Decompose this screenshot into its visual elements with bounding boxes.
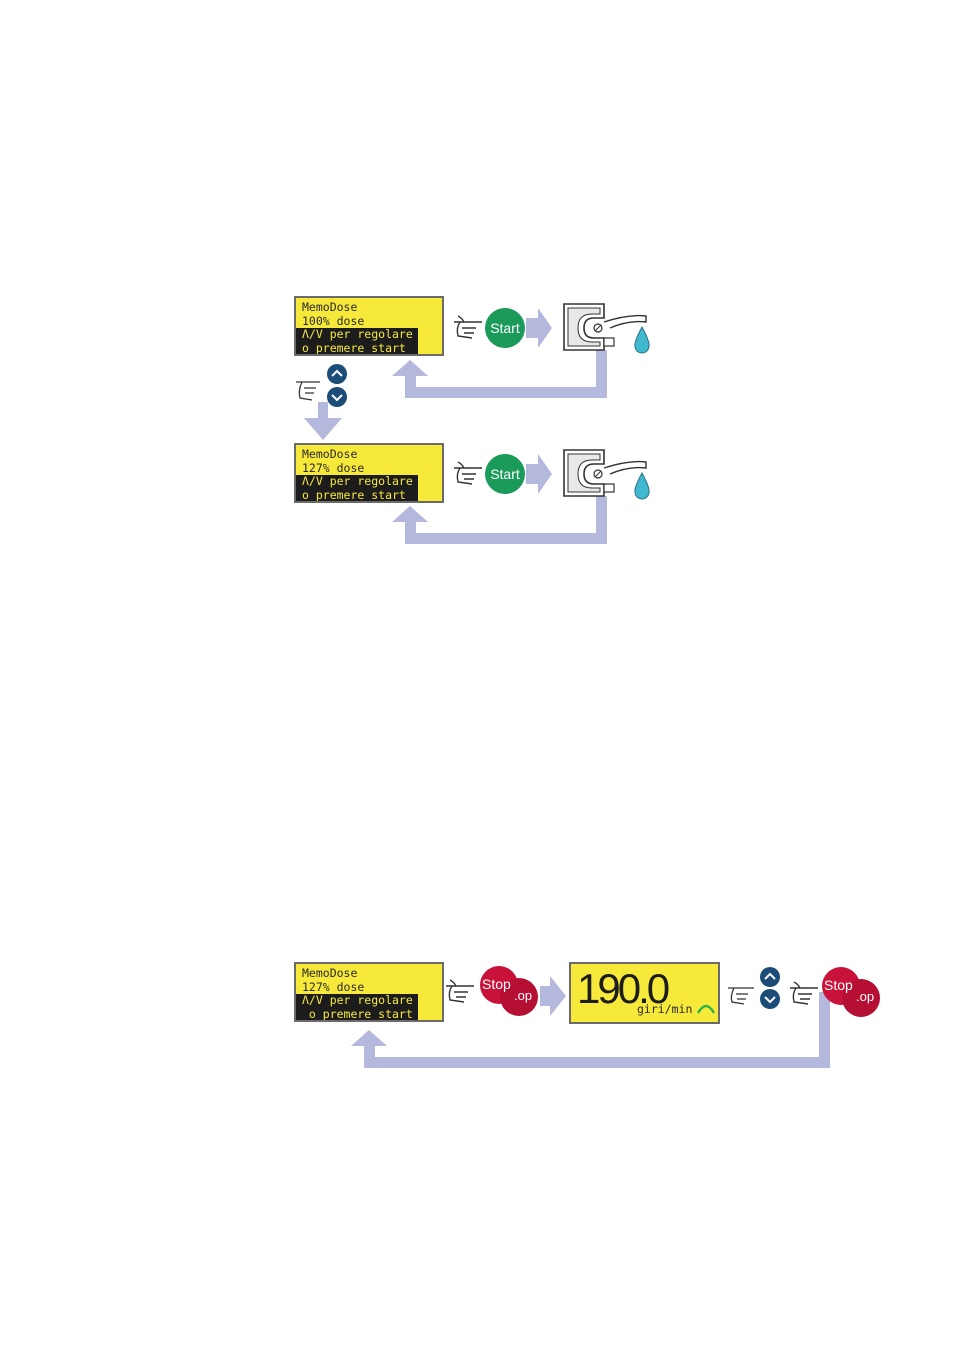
stop-button-label: Stop — [482, 976, 511, 992]
lcd-line: MemoDose — [302, 966, 358, 980]
stop-button[interactable]: Stop .op — [822, 967, 882, 1019]
pointing-hand-icon — [454, 315, 482, 339]
pointing-hand-icon — [728, 987, 754, 1005]
stop-button-label-shadow: .op — [514, 988, 533, 1003]
chevron-down-icon[interactable] — [759, 988, 781, 1010]
lcd-line-inverted: o premere start — [296, 1007, 418, 1020]
lcd-line-inverted: Λ/V per regolare — [296, 993, 418, 1008]
lcd-line-inverted: Λ/V per regolare — [296, 474, 418, 489]
chevron-up-icon[interactable] — [326, 363, 348, 385]
water-drop-icon — [634, 472, 650, 500]
lcd-panel-top: MemoDose 100% dose Λ/V per regolare o pr… — [294, 296, 444, 356]
water-drop-icon — [634, 326, 650, 354]
lcd-line-inverted: o premere start — [296, 488, 418, 501]
stop-button-circle-shadow — [500, 978, 538, 1016]
chevron-down-icon[interactable] — [326, 386, 348, 408]
rotation-indicator-icon — [696, 1004, 716, 1014]
speed-display: 190.0 giri/min — [569, 962, 720, 1024]
stop-button-label-shadow: .op — [856, 989, 875, 1004]
lcd-line: MemoDose — [302, 447, 358, 461]
pointing-hand-icon — [454, 461, 482, 485]
lcd-panel-bottom: MemoDose 127% dose Λ/V per regolare o pr… — [294, 962, 444, 1022]
pointing-hand-icon — [446, 979, 474, 1003]
lcd-line: 127% dose — [302, 979, 365, 994]
stop-button-circle-shadow — [842, 979, 880, 1017]
start-button[interactable]: Start — [485, 454, 525, 494]
lcd-line-inverted: o premere start — [296, 341, 418, 354]
pump-head-icon — [563, 303, 647, 351]
stop-button[interactable]: Stop .op — [480, 966, 540, 1018]
lcd-line: 127% dose — [302, 460, 365, 475]
lcd-line: MemoDose — [302, 300, 358, 314]
start-button[interactable]: Start — [485, 308, 525, 348]
chevron-up-icon[interactable] — [759, 966, 781, 988]
pointing-hand-icon — [296, 381, 320, 401]
speed-value: 190.0 — [577, 965, 670, 1012]
speed-unit: giri/min — [637, 1002, 693, 1016]
stop-button-label: Stop — [824, 977, 853, 993]
lcd-line: 100% dose — [302, 313, 365, 328]
pump-head-icon — [563, 449, 647, 497]
lcd-panel-middle: MemoDose 127% dose Λ/V per regolare o pr… — [294, 443, 444, 503]
pointing-hand-icon — [790, 981, 818, 1005]
lcd-line-inverted: Λ/V per regolare — [296, 327, 418, 342]
